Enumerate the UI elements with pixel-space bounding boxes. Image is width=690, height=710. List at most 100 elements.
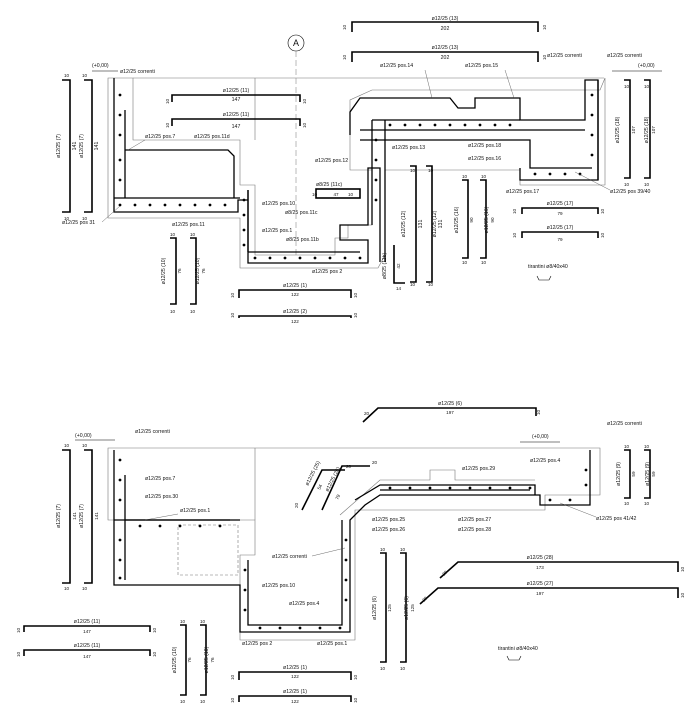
svg-text:10: 10 [82,586,88,591]
bottom-bar-9-left: 10 10 ø12/25 (9) 59 [616,444,636,506]
svg-text:107: 107 [651,126,656,134]
svg-text:10: 10 [82,73,88,78]
top-bar-11c: ø8/25 (11c) 47 10 10 [312,182,361,199]
svg-text:ø12/25 (1): ø12/25 (1) [283,689,307,695]
svg-text:10: 10 [400,547,406,552]
svg-text:ø12/25 (16): ø12/25 (16) [454,206,460,233]
bottom-bar-11-upper: ø12/25 (11) 147 10 10 [16,619,157,634]
svg-text:79: 79 [557,237,563,242]
svg-text:10: 10 [380,547,386,552]
bottom-bar-7-right: 10 10 ø12/25 (7) 141 [79,443,99,591]
top-bar-18-left: 10 10 ø12/25 (18) 107 [615,79,636,187]
svg-text:131: 131 [418,220,424,229]
svg-text:20: 20 [364,411,370,416]
svg-text:ø12/25 (18): ø12/25 (18) [615,116,621,143]
svg-text:10: 10 [64,216,70,221]
svg-text:10: 10 [536,409,541,415]
bottom-label-pos10: ø12/25 pos.10 [262,583,295,589]
top-label-pos2: ø12/25 pos 2 [312,269,342,275]
svg-text:20: 20 [294,502,299,508]
svg-text:10: 10 [152,627,157,633]
top-rebar-main-loop [113,78,381,264]
svg-text:10: 10 [165,98,170,104]
svg-text:10: 10 [512,232,517,238]
svg-text:10: 10 [348,192,354,197]
bottom-bar-6-vertical-left: 10 10 ø12/25 (6) 125 [372,547,392,671]
svg-text:122: 122 [291,292,299,297]
svg-text:197: 197 [446,410,454,415]
top-label-pos11d: ø12/25 pos.11d [194,134,230,140]
svg-text:ø12/25 (2): ø12/25 (2) [283,309,307,315]
svg-text:10: 10 [644,501,650,506]
svg-text:10: 10 [512,208,517,214]
bottom-label-pos4142: ø12/25 pos 41/42 [596,516,636,522]
svg-text:54: 54 [316,483,323,490]
top-bar-7-right: 10 10 ø12/25 (7) 141 [79,73,100,221]
svg-text:10: 10 [680,566,685,572]
svg-text:10: 10 [302,98,307,104]
top-bar-11-upper: ø12/25 (11) 147 10 10 [165,88,307,104]
top-bar-17-lower: ø12/25 (17) 79 10 10 [512,225,605,242]
bottom-label-pos25: ø12/25 pos.25 [372,517,405,523]
svg-text:173: 173 [536,565,544,570]
top-label-pos11b: ø8/25 pos.11b [286,237,319,243]
svg-text:10: 10 [644,84,650,89]
svg-text:ø12/25 (18): ø12/25 (18) [644,116,650,143]
bottom-label-pos1b: ø12/25 pos.1 [317,641,347,647]
svg-text:ø12/25 (12): ø12/25 (12) [432,210,438,237]
svg-text:ø12/25 (13): ø12/25 (13) [432,16,459,22]
bottom-correnti-label-right: ø12/25 correnti [607,421,642,427]
svg-text:10: 10 [353,292,358,298]
svg-text:(+0,00): (+0,00) [75,433,92,439]
svg-text:10: 10 [200,699,206,704]
top-label-pos11c: ø8/25 pos.11c [285,210,318,216]
svg-text:10: 10 [230,674,235,680]
svg-text:(+0,00): (+0,00) [532,434,549,440]
svg-text:79: 79 [557,211,563,216]
top-bar-1: ø12/25 (1) 122 10 10 [230,283,358,298]
svg-text:141: 141 [72,142,78,151]
top-label-pos11: ø12/25 pos.11 [172,222,205,228]
bottom-correnti-label-left: ø12/25 correnti [135,429,170,435]
svg-text:20: 20 [372,460,378,465]
svg-text:147: 147 [232,97,241,103]
bottom-tirantini: tirantini ø8/40x40 [498,646,538,661]
svg-text:20: 20 [441,569,448,576]
bottom-bar-27: ø12/25 (27) 197 20 10 [419,581,685,605]
svg-text:(+0,00): (+0,00) [638,63,655,69]
svg-text:125: 125 [410,604,415,612]
svg-text:10: 10 [481,174,487,179]
svg-text:10: 10 [542,54,547,60]
bottom-bar-25: ø12/25 (25) 54 20 20 [294,460,352,511]
svg-text:10: 10 [180,699,186,704]
svg-text:76: 76 [187,657,192,663]
svg-text:10: 10 [152,651,157,657]
svg-text:10: 10 [428,282,434,287]
svg-text:42: 42 [396,263,401,269]
svg-text:107: 107 [631,126,636,134]
svg-text:10: 10 [64,443,70,448]
svg-text:10: 10 [353,312,358,318]
bottom-level-marker-right: (+0,00) [520,434,560,443]
bottom-bar-10-right: 10 10 ø12/25 (10) 76 [200,619,215,704]
svg-text:10: 10 [600,232,605,238]
top-level-marker-left: (+0,00) [92,63,118,72]
top-label-pos10: ø12/25 pos.10 [262,201,295,207]
svg-text:10: 10 [353,674,358,680]
svg-text:10: 10 [302,122,307,128]
bottom-bar-7-left: 10 10 ø12/25 (7) 141 [56,443,77,591]
bottom-label-pos29: ø12/25 pos.29 [462,466,495,472]
top-bar-10-left: 10 10 ø12/25 (10) 76 [161,232,182,314]
bottom-bar-9-right: 10 10 ø12/25 (9) 59 [644,444,656,506]
svg-text:10: 10 [624,444,630,449]
top-rebar-dots [118,93,594,260]
svg-text:10: 10 [400,666,406,671]
bottom-bar-6-horizontal: ø12/25 (6) 197 20 10 [362,401,541,423]
svg-text:ø12/25 (11): ø12/25 (11) [74,643,101,649]
bottom-bar-28: ø12/25 (28) 173 20 10 [439,555,685,579]
svg-text:(+0,00): (+0,00) [92,63,109,69]
svg-text:ø12/25 (7): ø12/25 (7) [79,134,85,158]
svg-text:tirantini ø8/40x40: tirantini ø8/40x40 [528,264,568,270]
axis-a-marker: A [287,34,305,255]
